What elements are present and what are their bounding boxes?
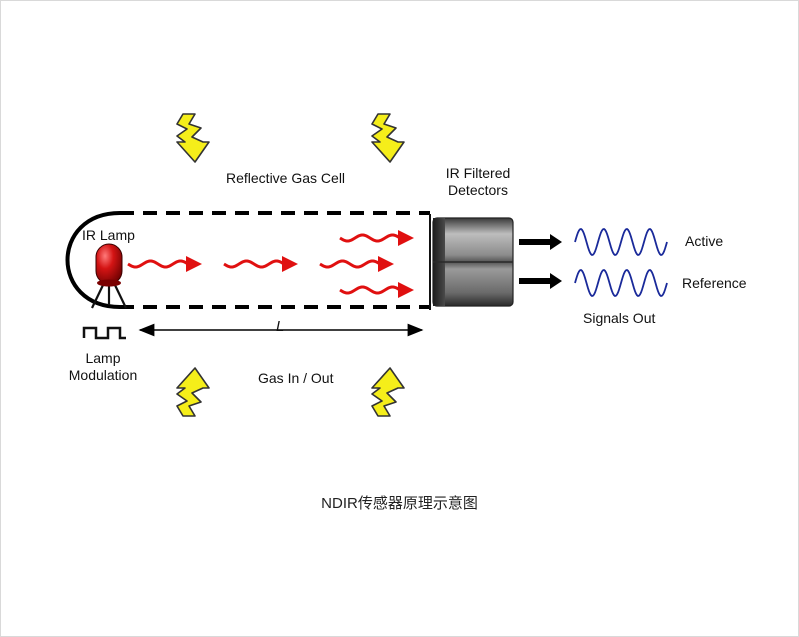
wavy-arrow-icon (339, 233, 401, 243)
lamp-modulation-line2: Modulation (68, 367, 138, 383)
reflective-gas-cell-label: Reflective Gas Cell (226, 170, 346, 186)
gas-arrow-top-left-icon (176, 113, 210, 163)
active-label: Active (685, 233, 724, 249)
wavy-arrow-icon (127, 259, 189, 269)
reflective-gas-cell (65, 211, 430, 309)
signals-out-label: Signals Out (583, 310, 656, 326)
wavy-arrow-head (282, 256, 298, 272)
cylinder-detector-icon (429, 214, 514, 310)
wavy-arrow-icon (223, 259, 285, 269)
gas-arrow-bottom-right-icon (371, 367, 405, 417)
wavy-arrow-icon (339, 285, 401, 295)
wavy-arrow-icon (319, 259, 381, 269)
ir-rays (127, 230, 414, 298)
ir-filtered-detectors-line1: IR Filtered (445, 165, 511, 181)
active-sine-wave-icon (574, 228, 668, 256)
ir-lamp-label: IR Lamp (82, 227, 135, 243)
reference-sine-wave-icon (574, 269, 668, 297)
wavy-arrow-head (398, 282, 414, 298)
reference-label: Reference (682, 275, 747, 291)
square-wave-icon (82, 326, 126, 340)
path-length-label: L (276, 318, 285, 335)
gas-arrow-top-right-icon (371, 113, 405, 163)
signal-output-arrows (519, 234, 562, 289)
figure-caption: NDIR传感器原理示意图 (321, 495, 478, 512)
reflector-mirror (65, 211, 121, 309)
wavy-arrow-head (378, 256, 394, 272)
ir-filtered-detectors-label: IR Filtered Detectors (433, 165, 523, 199)
gas-in-out-label: Gas In / Out (258, 370, 334, 386)
ir-filtered-detectors-line2: Detectors (448, 182, 508, 198)
lamp-modulation-label: Lamp Modulation (58, 350, 148, 384)
wavy-arrow-head (398, 230, 414, 246)
gas-arrow-bottom-left-icon (176, 367, 210, 417)
lamp-modulation-line1: Lamp (85, 350, 121, 366)
lightbulb-icon (91, 243, 127, 309)
wavy-arrow-head (186, 256, 202, 272)
